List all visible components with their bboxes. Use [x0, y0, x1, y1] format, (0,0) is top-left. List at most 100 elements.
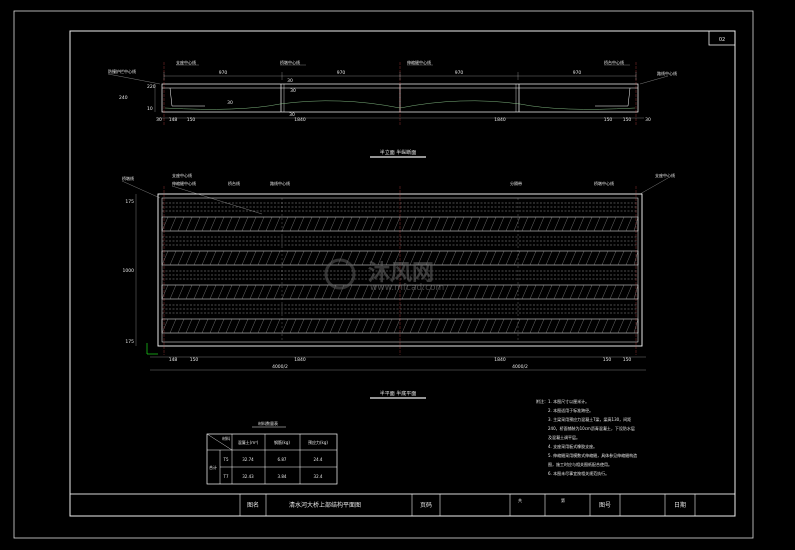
elev-label-pier: 桥墩中心线	[280, 59, 300, 65]
watermark-main: 沐风网	[368, 261, 434, 286]
plan-hatch-line	[257, 284, 265, 300]
plan-hatch-line	[513, 284, 521, 300]
plan-hatch-line	[209, 284, 217, 300]
plan-hatch-line	[193, 216, 201, 232]
plan-hatch-line	[321, 216, 329, 232]
plan-hatch-line	[545, 284, 553, 300]
elev-label-bearing: 支座中心线	[176, 59, 196, 65]
plan-hatch-line	[313, 284, 321, 300]
plan-hatch-line	[513, 250, 521, 266]
title-page-b: 第	[561, 497, 565, 503]
plan-hatch-line	[369, 250, 377, 266]
plan-hatch-line	[425, 318, 433, 334]
plan-label-8: 支座中心线	[655, 172, 675, 178]
plan-hatch-line	[577, 284, 585, 300]
plan-hatch-line	[185, 250, 193, 266]
plan-hatch-line	[601, 318, 609, 334]
plan-hatch-line	[201, 284, 209, 300]
plan-hatch-line	[361, 216, 369, 232]
elev-bot-dim-3: 150	[187, 117, 196, 123]
plan-hatch-line	[561, 284, 569, 300]
plan-hatch-line	[585, 284, 593, 300]
plan-hatch-line	[593, 318, 601, 334]
elev-top-dim-1: 970	[219, 70, 228, 76]
table-header-1: 混凝土(m³)	[238, 439, 259, 445]
plan-hatch-line	[449, 250, 457, 266]
title-date-label: 日期	[674, 501, 686, 509]
plan-hatch-line	[441, 216, 449, 232]
note-line-1: 2. 本图适用于标准跨径。	[548, 407, 593, 413]
plan-hatch-line	[233, 216, 241, 232]
plan-hatch-line	[313, 216, 321, 232]
plan-hatch-line	[361, 250, 369, 266]
plan-hatch-line	[225, 250, 233, 266]
elev-top-dim-2: 970	[337, 70, 346, 76]
plan-hatch-line	[337, 250, 345, 266]
plan-hatch-line	[569, 250, 577, 266]
plan-hatch-line	[289, 284, 297, 300]
elev-label-abutment: 桥台中心线	[604, 59, 624, 65]
elev-left-dim-3: 10	[147, 106, 153, 112]
plan-hatch-line	[281, 284, 289, 300]
plan-caption: 半平面 半底平面	[380, 390, 417, 397]
plan-hatch-line	[561, 216, 569, 232]
plan-hatch-line	[473, 216, 481, 232]
note-line-6: 5. 伸缩缝采用模数式伸缩缝，具体参见伸缩缝构造	[548, 452, 637, 458]
plan-left-dim-3: 175	[125, 339, 134, 345]
plan-hatch-line	[257, 318, 265, 334]
plan-hatch-line	[185, 216, 193, 232]
plan-bot-dim-3: 1840	[294, 357, 306, 363]
plan-hatch-line	[561, 318, 569, 334]
plan-hatch-line	[305, 284, 313, 300]
elev-bot-dim-2: 148	[169, 117, 178, 123]
title-figure-label: 图号	[599, 502, 611, 509]
plan-hatch-line	[521, 284, 529, 300]
elev-label-joint: 伸缩缝中心线	[407, 59, 431, 65]
plan-hatch-line	[601, 250, 609, 266]
plan-hatch-line	[553, 318, 561, 334]
title-drawing-label: 图名	[247, 501, 259, 509]
plan-hatch-line	[249, 216, 257, 232]
plan-hatch-line	[537, 250, 545, 266]
material-table: 材料数量表 材料 混凝土(m³) 钢筋(kg) 预应力(kg) 合计 T5 32…	[206, 420, 338, 485]
plan-hatch-line	[545, 250, 553, 266]
plan-hatch-line	[489, 318, 497, 334]
plan-hatch-line	[465, 216, 473, 232]
notes-block: 附注：1. 本图尺寸以厘米计。 2. 本图适用于标准跨径。 3. 主梁采用预应力…	[536, 398, 637, 476]
plan-bot-dim-5: 150	[603, 357, 612, 363]
plan-label-5: 路线中心线	[270, 180, 290, 186]
plan-hatch-line	[185, 318, 193, 334]
plan-hatch-line	[241, 318, 249, 334]
plan-hatch-line	[233, 318, 241, 334]
plan-hatch-line	[161, 318, 169, 334]
plan-hatch-line	[345, 284, 353, 300]
plan-hatch-line	[553, 216, 561, 232]
plan-hatch-line	[569, 318, 577, 334]
plan-hatch-line	[481, 284, 489, 300]
plan-hatch-line	[545, 318, 553, 334]
plan-hatch-line	[449, 318, 457, 334]
plan-hatch-line	[569, 284, 577, 300]
plan-hatch-line	[489, 284, 497, 300]
note-line-4: 及混凝土调平层。	[548, 434, 580, 440]
plan-hatch-line	[529, 216, 537, 232]
plan-hatch-line	[289, 318, 297, 334]
plan-hatch-line	[409, 318, 417, 334]
watermark-sub: www.mfcad.com	[370, 283, 444, 293]
plan-hatch-line	[473, 318, 481, 334]
plan-hatch-line	[169, 318, 177, 334]
title-sheet-label: 页码	[420, 501, 432, 509]
plan-hatch-line	[617, 318, 625, 334]
plan-hatch-line	[265, 216, 273, 232]
watermark-logo-icon	[324, 258, 356, 290]
plan-hatch-line	[257, 216, 265, 232]
plan-hatch-line	[417, 216, 425, 232]
plan-hatch-line	[473, 284, 481, 300]
plan-hatch-line	[377, 250, 385, 266]
elev-bot-dim-8: 30	[645, 117, 651, 123]
plan-hatch-line	[497, 318, 505, 334]
title-page-a: 共	[518, 497, 522, 503]
plan-hatch-line	[489, 216, 497, 232]
plan-hatch-line	[505, 250, 513, 266]
